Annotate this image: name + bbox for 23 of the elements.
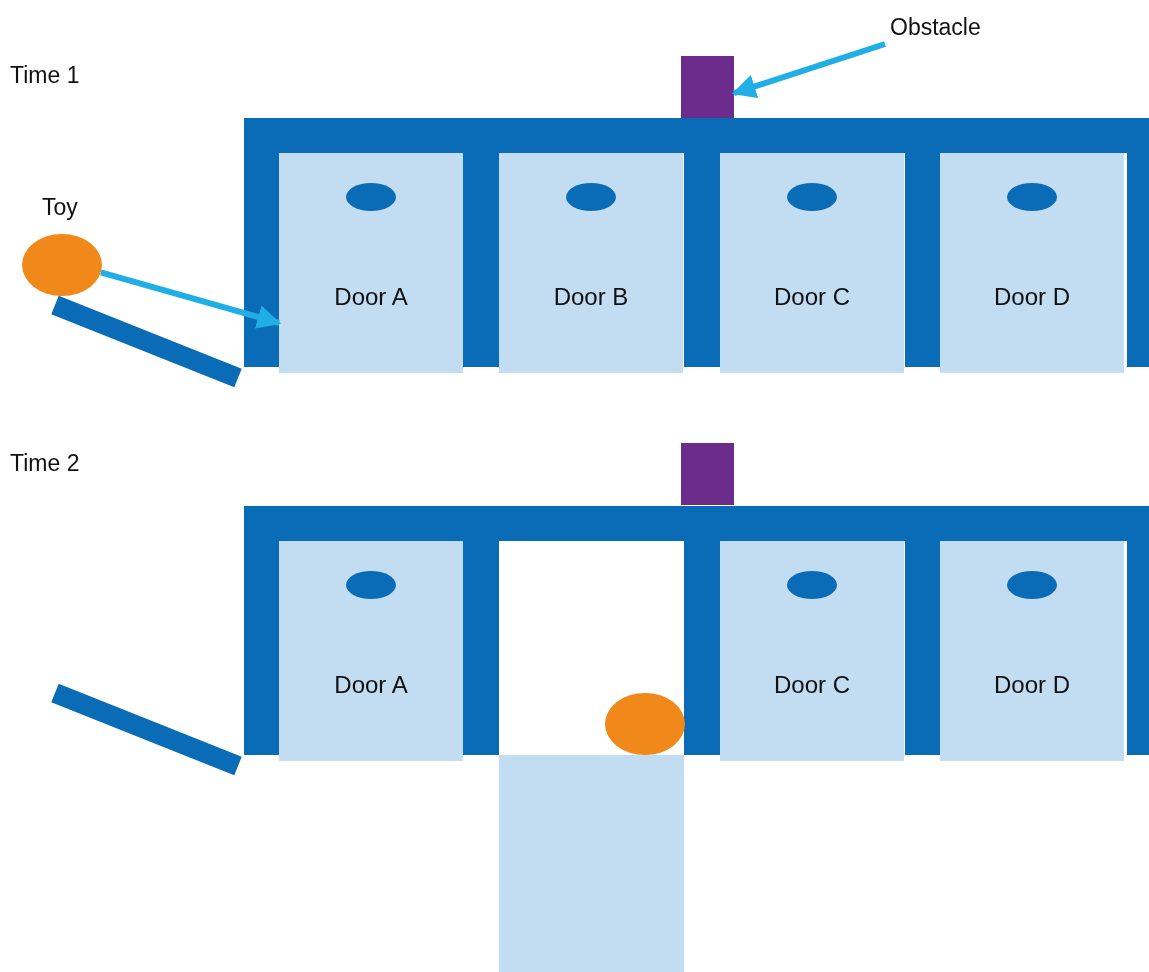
door-label: Door B [552, 283, 630, 311]
door-panel [720, 541, 904, 761]
arrow [731, 41, 886, 98]
door-label: Door D [993, 283, 1071, 311]
obstacle-block [681, 443, 734, 505]
door-label: Door D [993, 671, 1071, 699]
obstacle-label: Obstacle [890, 14, 981, 41]
door-panel [940, 153, 1124, 373]
door-panel [499, 153, 683, 373]
door-panel [940, 541, 1124, 761]
obstacle-block [681, 56, 734, 118]
arrow [100, 269, 282, 329]
toy-ball [605, 693, 685, 755]
door-label: Door A [333, 671, 409, 699]
door-label: Door C [773, 283, 851, 311]
door-panel [279, 541, 463, 761]
time-label: Time 1 [10, 62, 80, 89]
door-label: Door A [333, 283, 409, 311]
time-label: Time 2 [10, 450, 80, 477]
door-panel [279, 153, 463, 373]
door-panel [720, 153, 904, 373]
toy-label: Toy [42, 194, 78, 221]
door-label: Door C [773, 671, 851, 699]
